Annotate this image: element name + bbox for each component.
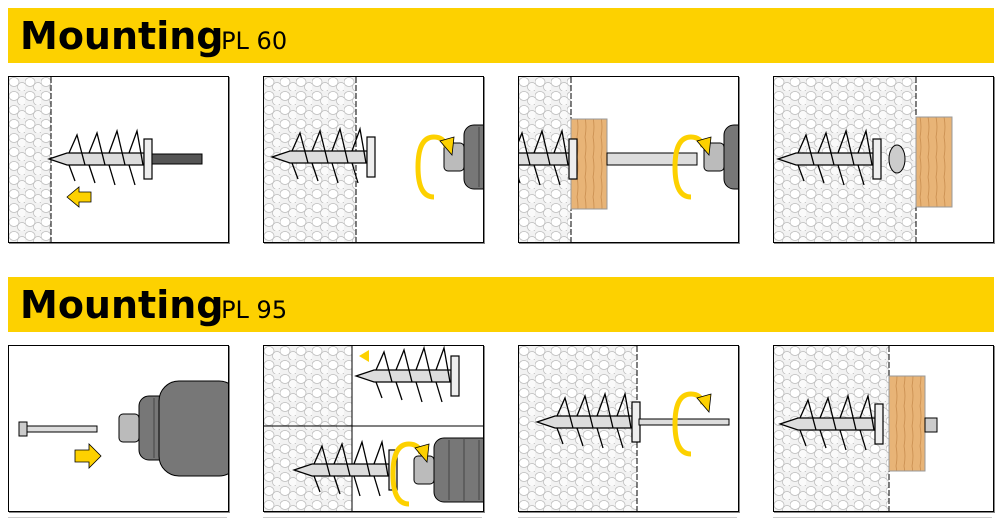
section-header-ipl95: Mounting IPL 95: [8, 277, 994, 332]
step-1-bolt-in-drill: [8, 345, 229, 512]
step-4-mounted: [773, 76, 994, 243]
section-header-ipl60: Mounting IPL 60: [8, 8, 994, 63]
step-2-drive-anchor: [263, 76, 484, 243]
next-panel-edge: [518, 517, 737, 528]
next-panel-edge: [263, 517, 482, 528]
section-subtitle: IPL 95: [214, 296, 288, 324]
step-1-insert-anchor: [8, 76, 229, 243]
next-panel-edge: [773, 517, 992, 528]
step-4-mounted: [773, 345, 994, 512]
step-2-drive-anchor: [263, 345, 484, 512]
section-subtitle: IPL 60: [214, 27, 288, 55]
section-title: Mounting: [20, 283, 224, 327]
section-title: Mounting: [20, 14, 224, 58]
next-panel-edge: [8, 517, 227, 528]
step-3-insert-bolt: [518, 345, 739, 512]
step-3-insert-screw: [518, 76, 739, 243]
